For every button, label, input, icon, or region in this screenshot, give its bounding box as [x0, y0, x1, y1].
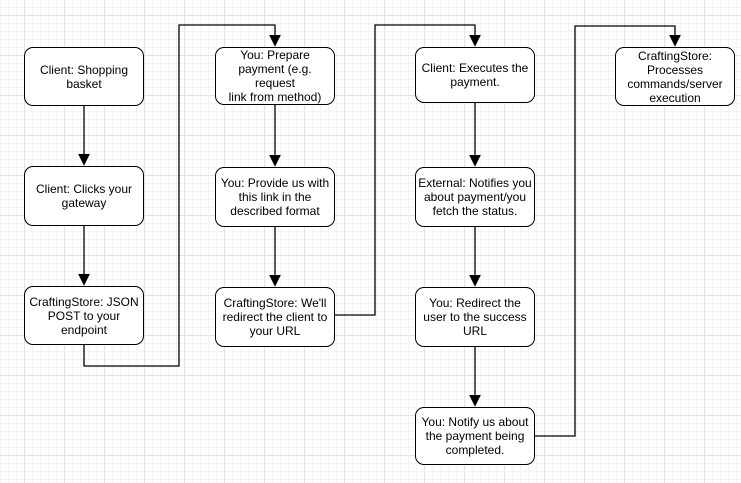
- flow-node-client-clicks-gateway: Client: Clicks your gateway: [24, 166, 144, 226]
- flow-node-craftingstore-processes-commands: CraftingStore: Processes commands/server…: [615, 47, 735, 106]
- flow-node-you-provide-link: You: Provide us with this link in the de…: [215, 167, 335, 227]
- flow-node-you-notify-completed: You: Notify us about the payment being c…: [415, 407, 535, 465]
- flow-node-you-prepare-payment: You: Prepare payment (e.g. request link …: [215, 47, 335, 105]
- flow-node-external-notifies-payment: External: Notifies you about payment/you…: [415, 167, 535, 227]
- flow-node-you-redirect-success-url: You: Redirect the user to the success UR…: [415, 287, 535, 347]
- flow-node-client-executes-payment: Client: Executes the payment.: [415, 47, 535, 103]
- flow-node-client-shopping-basket: Client: Shopping basket: [24, 47, 144, 106]
- flow-node-craftingstore-redirect-client: CraftingStore: We'll redirect the client…: [215, 287, 335, 347]
- flow-node-craftingstore-json-post: CraftingStore: JSON POST to your endpoin…: [24, 286, 144, 345]
